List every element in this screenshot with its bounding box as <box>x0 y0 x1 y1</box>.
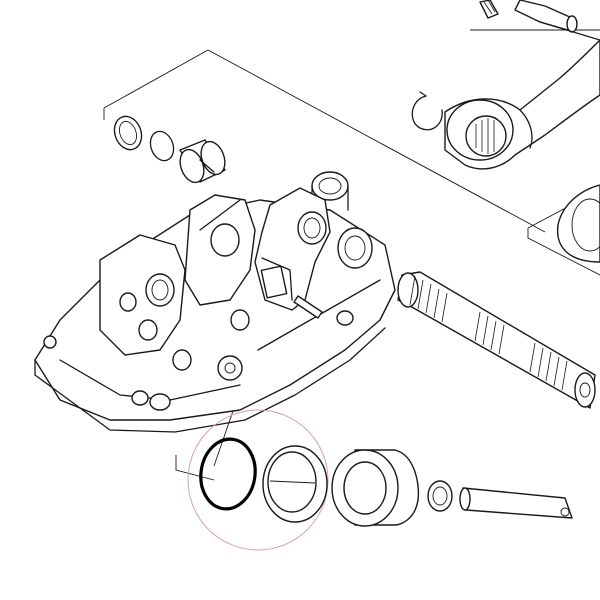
cross-shaft-splined <box>397 271 596 409</box>
lift-arm-right-partial <box>556 184 600 263</box>
oring-large-highlighted <box>199 437 257 511</box>
lift-arm <box>444 39 600 170</box>
oring-small <box>149 130 175 162</box>
highlight-circle <box>187 409 329 551</box>
circlip-upper <box>411 91 443 131</box>
bushing-ring-small <box>113 115 143 151</box>
leader-lines <box>103 29 600 481</box>
seal-ring <box>262 445 328 523</box>
threaded-rod <box>479 0 600 41</box>
bearing-bush <box>331 449 420 527</box>
lift-lever <box>254 187 331 311</box>
roll-pin <box>293 295 323 319</box>
pin-shaft <box>459 487 573 519</box>
hydraulic-lift-housing <box>34 171 396 433</box>
bushing-sleeve <box>179 139 226 184</box>
small-bushing <box>427 480 453 512</box>
